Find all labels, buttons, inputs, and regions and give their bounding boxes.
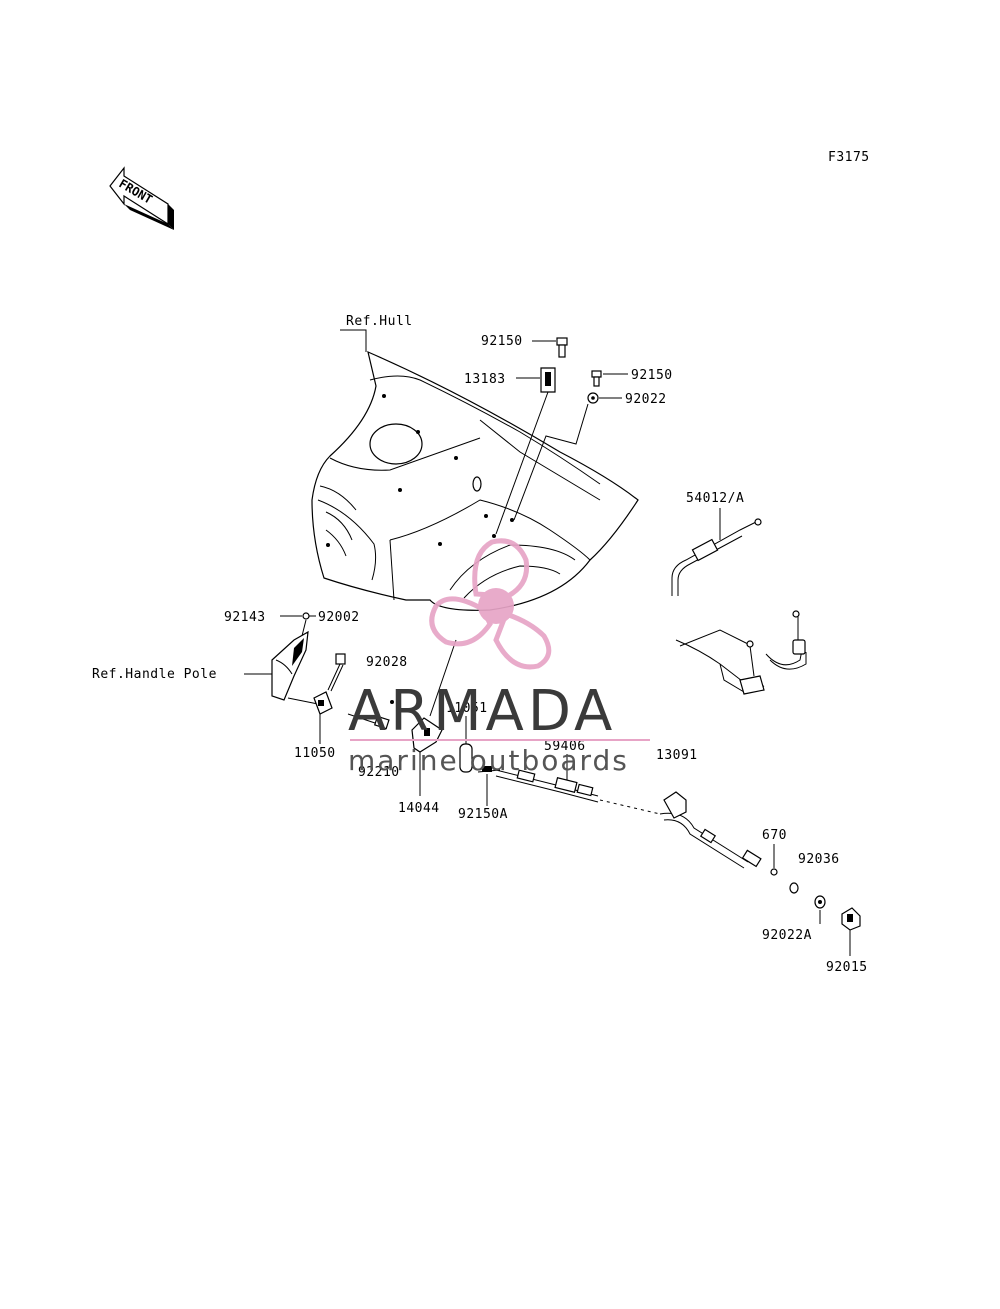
part-label-13091: 13091 xyxy=(656,748,698,763)
part-label-92015: 92015 xyxy=(826,960,868,975)
watermark-brand: ARMADA xyxy=(348,679,616,744)
part-label-92002: 92002 xyxy=(318,610,360,625)
part-label-92210: 92210 xyxy=(358,765,400,780)
part-label-92150-right: 92150 xyxy=(631,368,673,383)
ref-hull-label: Ref.Hull xyxy=(346,314,413,329)
part-label-92143: 92143 xyxy=(224,610,266,625)
front-arrow-icon: FRONT xyxy=(109,166,174,230)
end-hardware-group: 670 92036 92022A 92015 xyxy=(762,828,868,975)
part-label-670: 670 xyxy=(762,828,787,843)
watermark-tagline: marine outboards xyxy=(348,744,629,777)
part-label-92022a: 92022A xyxy=(762,928,812,943)
figure-code: F3175 xyxy=(828,150,870,165)
hull-reference: Ref.Hull xyxy=(311,314,639,611)
part-label-11050: 11050 xyxy=(294,746,336,761)
handle-pole-group: 92143 92002 Ref.Handle Pole xyxy=(92,610,360,705)
part-label-92150a: 92150A xyxy=(458,807,508,822)
part-label-59406: 59406 xyxy=(544,739,586,754)
propeller-icon xyxy=(429,538,552,670)
control-cable-59406: 59406 13091 xyxy=(495,739,762,869)
part-label-92022: 92022 xyxy=(625,392,667,407)
part-label-13183: 13183 xyxy=(464,372,506,387)
part-label-92150-top: 92150 xyxy=(481,334,523,349)
ref-handle-pole-label: Ref.Handle Pole xyxy=(92,667,217,682)
part-label-92036: 92036 xyxy=(798,852,840,867)
part-label-11051: 11051 xyxy=(446,701,488,716)
part-label-54012a: 54012/A xyxy=(686,491,744,506)
bracket-fastener-group: 92150 13183 92150 92022 xyxy=(464,334,673,535)
part-label-92028: 92028 xyxy=(366,655,408,670)
armada-watermark-logo: ARMADA marine outboards xyxy=(348,538,650,777)
part-label-14044: 14044 xyxy=(398,801,440,816)
cable-clamp-group: 92028 11050 92210 14044 11051 92150A xyxy=(294,639,508,822)
cable-assembly-54012: 54012/A xyxy=(671,491,807,695)
